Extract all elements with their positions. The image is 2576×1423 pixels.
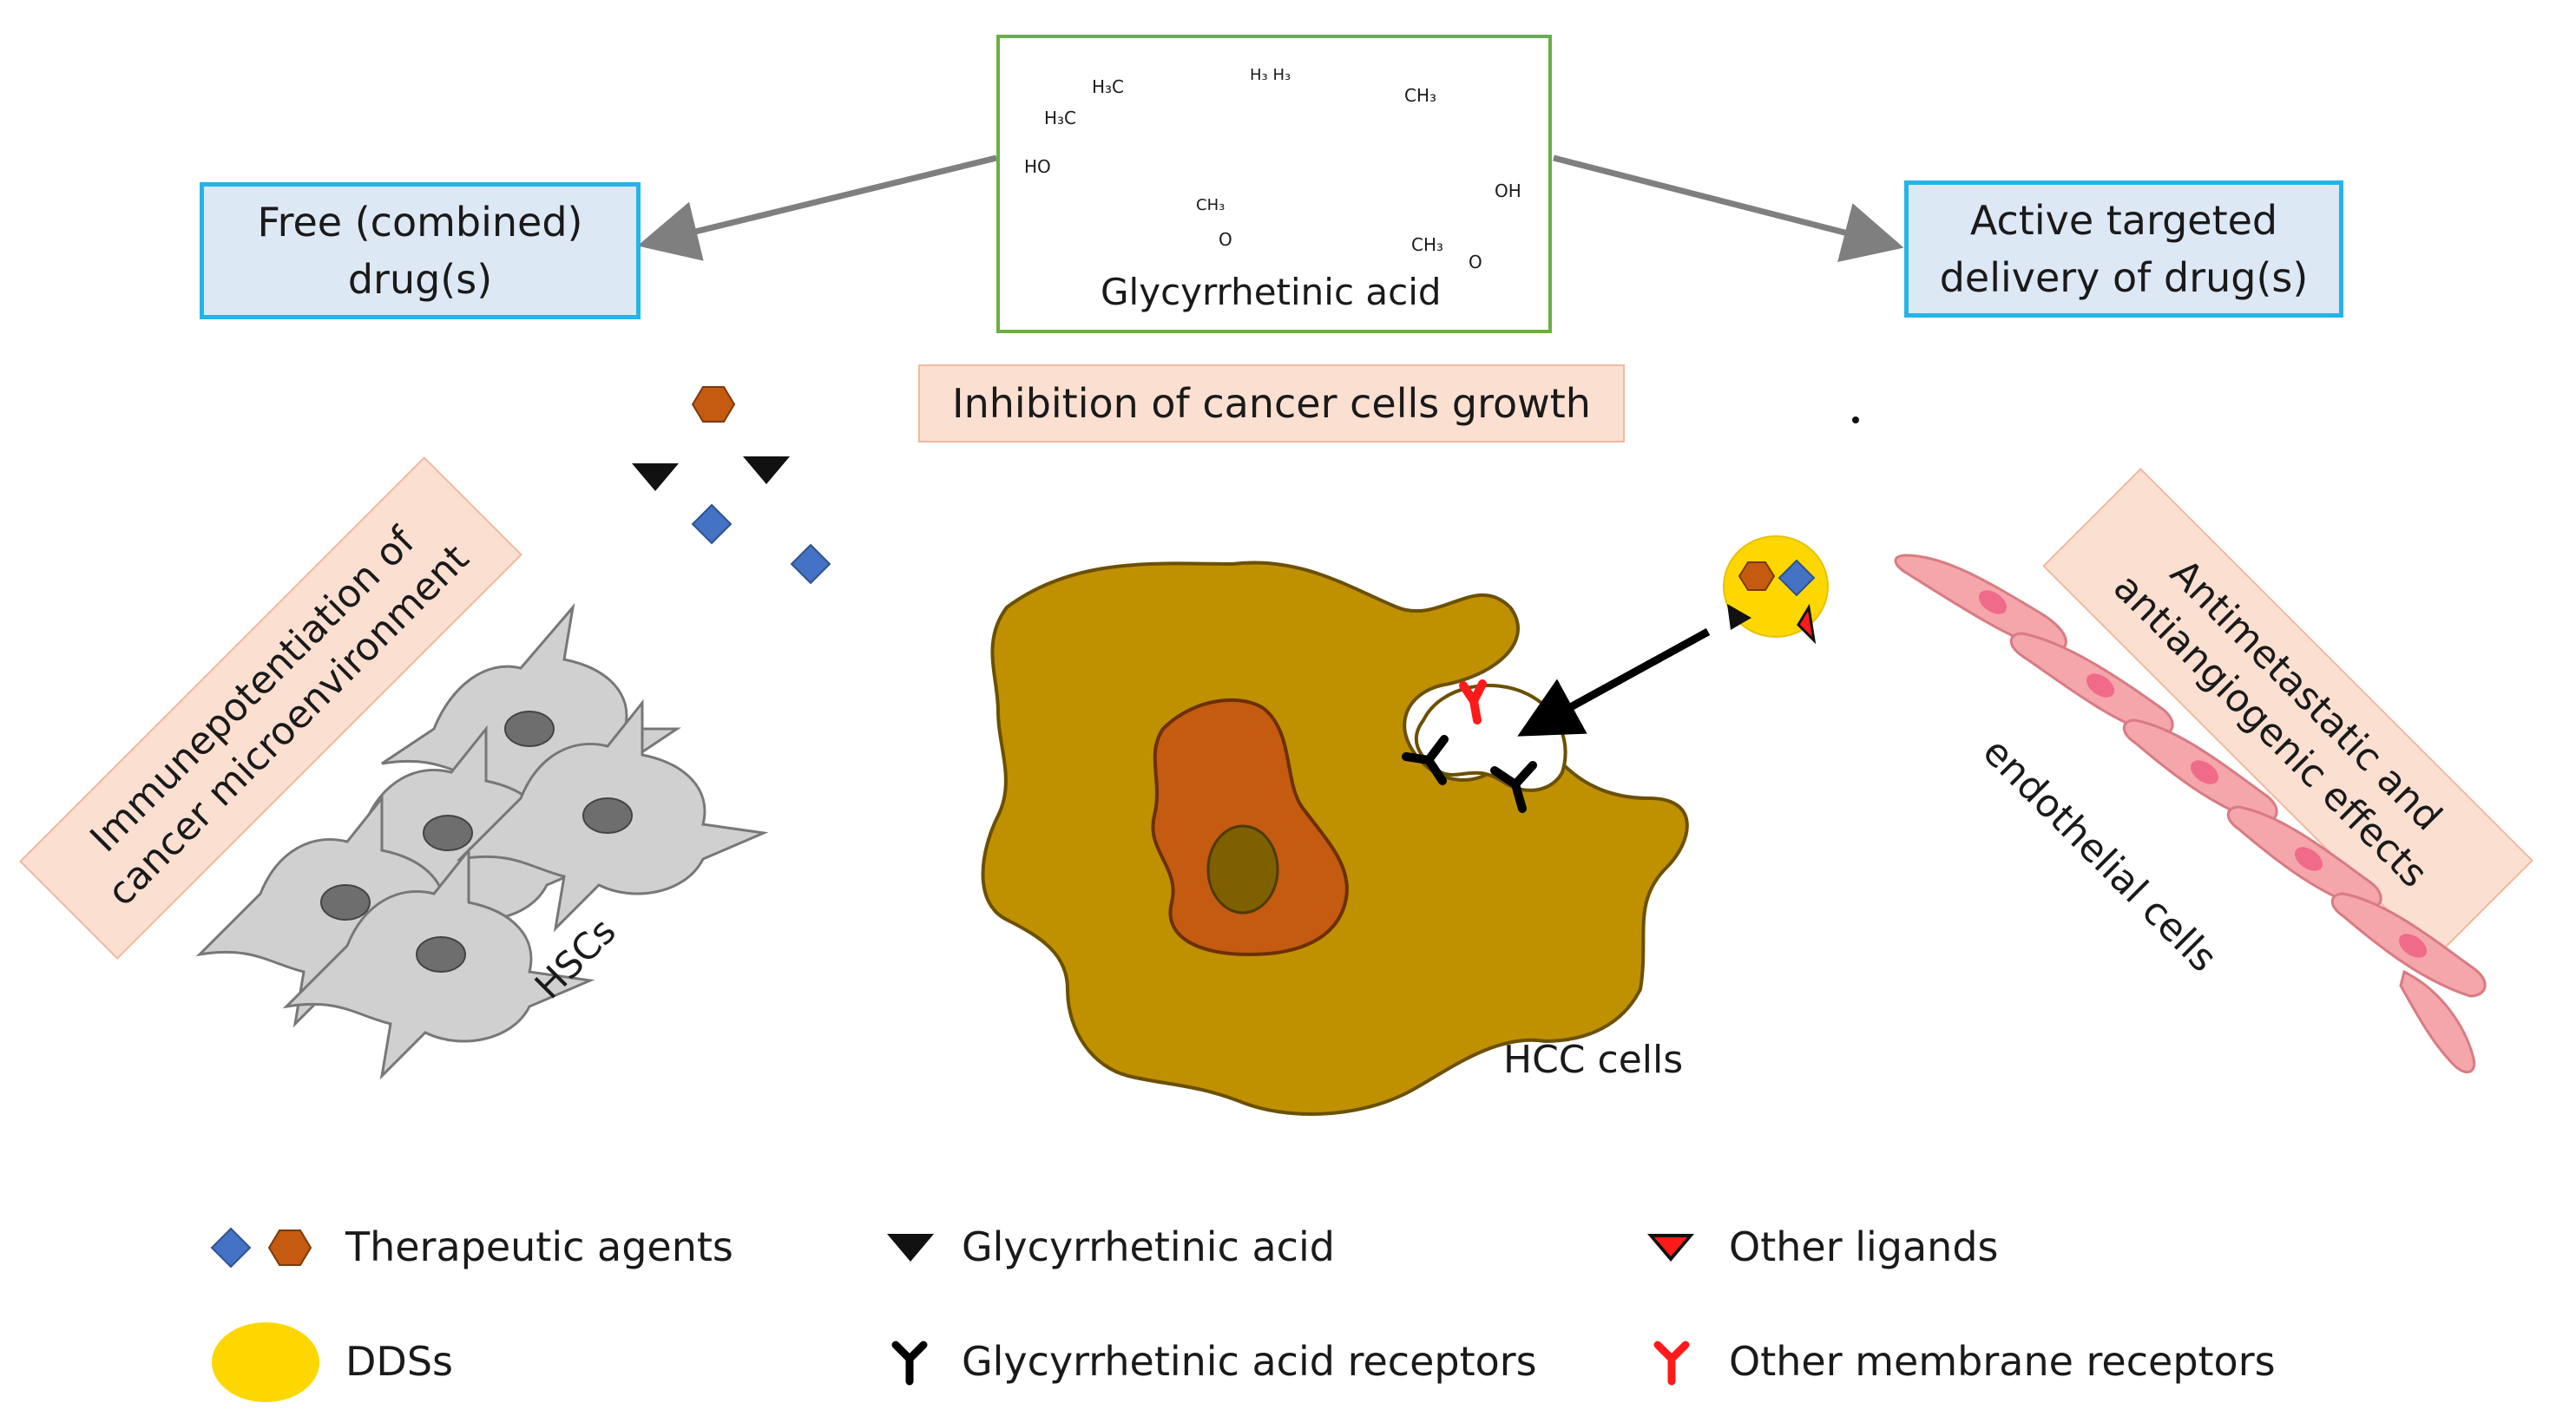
- hcc-cell: [981, 561, 1689, 1116]
- endothelial-nucleus: [2294, 847, 2323, 871]
- black-y-receptor-icon: [1490, 761, 1537, 813]
- dds-red-triangle-icon: [1797, 603, 1817, 645]
- endothelial-cell: [2399, 969, 2476, 1073]
- dds-arrow: [1517, 628, 1711, 737]
- endothelial-nucleus: [1978, 590, 2008, 614]
- legend-yellow-ellipse-icon: [212, 1322, 319, 1402]
- hcc-label: HCC cells: [1503, 1038, 1684, 1082]
- legend-other-membrane-receptors: Other membrane receptors: [1729, 1338, 2276, 1385]
- molecule-label-oh: OH: [1495, 180, 1521, 201]
- legend-red-y-receptor-icon: [1653, 1341, 1690, 1386]
- legend-ddss: DDSs: [345, 1338, 454, 1385]
- molecule-label-ch3-bottom: CH₃: [1411, 234, 1444, 255]
- free-hexagon-icon: [691, 386, 736, 423]
- arrow-to-targeted-delivery: [1553, 154, 1904, 262]
- legend-ga-receptors: Glycyrrhetinic acid receptors: [962, 1338, 1537, 1385]
- free-drug-box: Free (combined) drug(s): [200, 182, 641, 319]
- endothelial-nucleus: [2398, 934, 2428, 958]
- endothelial-nucleus: [2086, 673, 2115, 698]
- inhibition-effect-label: Inhibition of cancer cells growth: [952, 380, 1591, 427]
- hsc-nucleus: [504, 711, 555, 747]
- red-y-receptor-icon: [1459, 679, 1487, 725]
- arrow-to-free-drug: [637, 154, 997, 261]
- targeted-delivery-box: Active targeted delivery of drug(s): [1904, 180, 2343, 318]
- hsc-nucleus: [423, 815, 473, 851]
- legend-diamond-icon: [210, 1227, 252, 1269]
- hsc-cells-group: [195, 602, 769, 1080]
- legend-glycyrrhetinic-acid: Glycyrrhetinic acid: [962, 1223, 1335, 1270]
- endothelial-nuclei: [1978, 590, 2428, 958]
- legend-black-y-receptor-icon: [891, 1341, 928, 1386]
- hcc-nucleolus: [1206, 824, 1279, 915]
- glycyrrhetinic-acid-box: [996, 35, 1552, 333]
- legend-red-triangle-icon: [1647, 1234, 1694, 1262]
- free-diamond-icon-2: [790, 543, 831, 585]
- molecule-label-h-top: H₃ H₃: [1250, 66, 1291, 84]
- legend-black-triangle-icon: [887, 1234, 934, 1262]
- molecule-label-ho: HO: [1024, 156, 1051, 177]
- molecule-label-ch3-top-right: CH₃: [1404, 85, 1437, 106]
- hsc-nucleus: [320, 884, 371, 921]
- dot-mark: [1852, 416, 1859, 423]
- molecule-label-h3c-a: H₃C: [1092, 76, 1125, 97]
- endothelial-cells-group: [1894, 554, 2487, 1073]
- dds-hexagon-icon: [1738, 561, 1776, 591]
- black-y-receptor-icon: [1402, 735, 1449, 785]
- hsc-nucleus: [582, 797, 633, 834]
- free-triangle-icon-1: [632, 463, 679, 491]
- molecule-label-ch3-mid: CH₃: [1196, 196, 1226, 214]
- legend-hexagon-icon: [267, 1230, 312, 1266]
- molecule-label-o-ketone: O: [1219, 229, 1232, 250]
- free-diamond-icon-1: [691, 503, 733, 545]
- hsc-nuclei: [320, 711, 633, 973]
- legend-therapeutic-agents: Therapeutic agents: [345, 1223, 733, 1270]
- dds-triangle-icon: [1727, 604, 1751, 630]
- hsc-nucleus: [416, 936, 466, 973]
- legend-other-ligands: Other ligands: [1729, 1223, 1999, 1270]
- free-triangle-icon-2: [743, 456, 790, 484]
- molecule-label-o-acid: O: [1469, 252, 1482, 272]
- molecule-name: Glycyrrhetinic acid: [1101, 271, 1442, 313]
- dds-diamond-icon: [1778, 559, 1816, 597]
- targeted-delivery-label: Active targeted delivery of drug(s): [1939, 197, 2309, 301]
- free-drug-label: Free (combined) drug(s): [257, 199, 583, 303]
- inhibition-effect-box: Inhibition of cancer cells growth: [918, 364, 1625, 443]
- molecule-label-h3c-b: H₃C: [1044, 108, 1077, 128]
- endothelial-nucleus: [2190, 760, 2219, 784]
